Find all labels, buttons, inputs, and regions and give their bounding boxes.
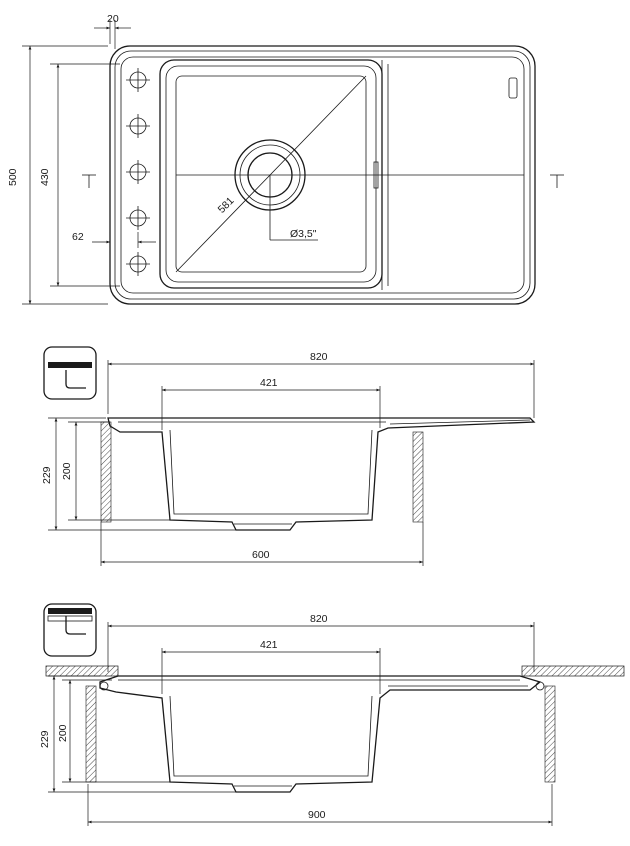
tap-hole-marker <box>126 252 150 276</box>
top-view: 581 Ø3,5" 20 500 430 <box>7 13 564 305</box>
tap-holes <box>126 68 150 276</box>
flange-offset-label: 20 <box>107 13 119 25</box>
total-width-label: 820 <box>310 613 328 625</box>
section-view-b: 820 421 229 200 900 <box>39 603 625 826</box>
sink-outline <box>109 45 536 305</box>
bowl-depth-label: 430 <box>39 168 51 186</box>
bowl-height-label: 200 <box>57 724 69 742</box>
top-mount-detail-icon <box>43 346 97 400</box>
cabinet-width-label: 600 <box>252 549 270 561</box>
overflow-slot <box>508 77 518 99</box>
bowl-width-label: 421 <box>260 639 278 651</box>
tap-hole-marker <box>126 206 150 230</box>
countertop-right <box>521 665 625 677</box>
total-depth-label: 500 <box>7 168 19 186</box>
total-height-label: 229 <box>41 466 53 484</box>
countertop-left <box>45 665 119 677</box>
sink-profile <box>107 417 536 531</box>
bowl-width-label: 421 <box>260 377 278 389</box>
flush-mount-detail-icon <box>43 603 97 657</box>
tap-hole-marker <box>126 160 150 184</box>
hole-offset-label: 62 <box>72 231 84 243</box>
bowl-height-label: 200 <box>61 462 73 480</box>
drain-size-label: Ø3,5" <box>290 228 317 240</box>
tap-hole-marker <box>126 68 150 92</box>
sink-profile <box>99 675 542 793</box>
tap-hole-marker <box>126 114 150 138</box>
total-width-label: 820 <box>310 351 328 363</box>
section-view-a: 820 421 229 200 600 <box>41 346 536 566</box>
total-height-label: 229 <box>39 730 51 748</box>
cabinet-width-label: 900 <box>308 809 326 821</box>
